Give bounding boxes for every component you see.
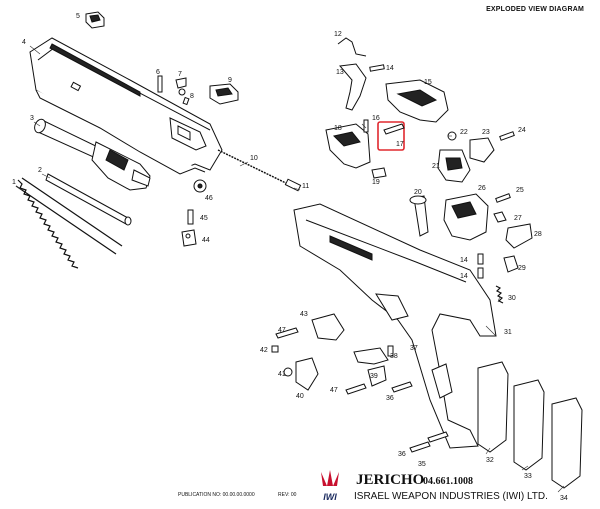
trigger-and-pins-parts[interactable]: [271, 313, 413, 395]
part-label-36-bottom: 36: [398, 451, 406, 458]
leader-lines: [15, 45, 565, 493]
part-label-40: 40: [296, 393, 304, 400]
company-name: ISRAEL WEAPON INDUSTRIES (IWI) LTD.: [354, 491, 548, 502]
part-label-11: 11: [302, 183, 309, 190]
part-label-5: 5: [76, 13, 80, 20]
recoil-spring-part[interactable]: [15, 177, 123, 269]
part-label-47-top: 47: [278, 327, 286, 334]
revision-number: REV: 00: [278, 492, 297, 498]
part-labels: 5 4 6 7 8 9 3 2 1 10 11 46 45 44 12 13 1…: [12, 13, 568, 502]
part-label-13: 13: [336, 69, 344, 76]
part-label-16: 16: [372, 115, 380, 122]
iwi-logo-icon: IWI: [321, 470, 339, 502]
part-label-14-top: 14: [386, 65, 394, 72]
part-label-46: 46: [205, 195, 213, 202]
slide-part[interactable]: [29, 37, 223, 175]
disconnector-parts[interactable]: [371, 167, 429, 237]
publication-number: PUBLICATION NO: 00.00.00.0000: [178, 492, 255, 498]
part-label-25: 25: [516, 187, 524, 194]
part-label-15: 15: [424, 79, 432, 86]
part-label-10: 10: [250, 155, 258, 162]
part-label-44: 44: [202, 237, 210, 244]
part-label-4: 4: [22, 39, 26, 46]
part-label-19: 19: [372, 179, 380, 186]
part-label-12: 12: [334, 31, 342, 38]
part-label-38: 38: [390, 353, 398, 360]
part-label-3: 3: [30, 115, 34, 122]
part-label-30: 30: [508, 295, 516, 302]
firing-pin-spring-part[interactable]: [217, 149, 302, 192]
part-label-6: 6: [156, 69, 160, 76]
part-label-31: 31: [504, 329, 512, 336]
part-label-29: 29: [518, 265, 526, 272]
rear-sight-part[interactable]: [85, 11, 105, 29]
part-label-39: 39: [370, 373, 378, 380]
part-label-21: 21: [432, 163, 440, 170]
part-label-17: 17: [396, 141, 404, 148]
part-label-7: 7: [178, 71, 182, 78]
catalog-number: 04.661.1008: [423, 476, 473, 487]
grip-pins[interactable]: [409, 431, 449, 453]
part-label-2: 2: [38, 167, 42, 174]
barrel-part[interactable]: [33, 118, 151, 191]
part-17-pin[interactable]: [377, 121, 405, 151]
slide-small-parts[interactable]: [157, 75, 239, 106]
part-label-37: 37: [410, 345, 418, 352]
part-label-32: 32: [486, 457, 494, 464]
part-label-1: 1: [12, 179, 16, 186]
part-label-9: 9: [228, 77, 232, 84]
safety-and-slide-stop-parts[interactable]: [443, 193, 533, 304]
recoil-guide-rod-part[interactable]: [45, 173, 132, 226]
part-label-20: 20: [414, 189, 422, 196]
part-label-45: 45: [200, 215, 208, 222]
magazine-part-33[interactable]: [513, 379, 545, 471]
part-label-8: 8: [190, 93, 194, 100]
part-label-33: 33: [524, 473, 532, 480]
part-label-23: 23: [482, 129, 490, 136]
part-label-35: 35: [418, 461, 426, 468]
part-label-22: 22: [460, 129, 468, 136]
part-label-18: 18: [334, 125, 342, 132]
part-label-14-mid-b: 14: [460, 273, 468, 280]
part-label-27: 27: [514, 215, 522, 222]
product-title: JERICHO: [356, 472, 425, 488]
part-label-26: 26: [478, 185, 486, 192]
trigger-bar-parts[interactable]: [337, 37, 449, 123]
part-label-42: 42: [260, 347, 268, 354]
magazine-part-34[interactable]: [551, 397, 583, 489]
magazine-part-32[interactable]: [477, 361, 509, 453]
part-label-24: 24: [518, 127, 526, 134]
sear-parts[interactable]: [437, 131, 515, 183]
part-label-47-bottom: 47: [330, 387, 338, 394]
frame-part[interactable]: [293, 203, 497, 449]
part-label-14-mid-a: 14: [460, 257, 468, 264]
part-label-28: 28: [534, 231, 542, 238]
hammer-housing-part[interactable]: [325, 119, 371, 169]
part-label-34: 34: [560, 495, 568, 502]
part-label-43: 43: [300, 311, 308, 318]
logo-text: IWI: [323, 492, 337, 502]
diagram-header-title: EXPLODED VIEW DIAGRAM: [486, 6, 584, 13]
part-label-41: 41: [278, 371, 286, 378]
part-label-36-mid: 36: [386, 395, 394, 402]
extractor-parts[interactable]: [181, 179, 207, 247]
